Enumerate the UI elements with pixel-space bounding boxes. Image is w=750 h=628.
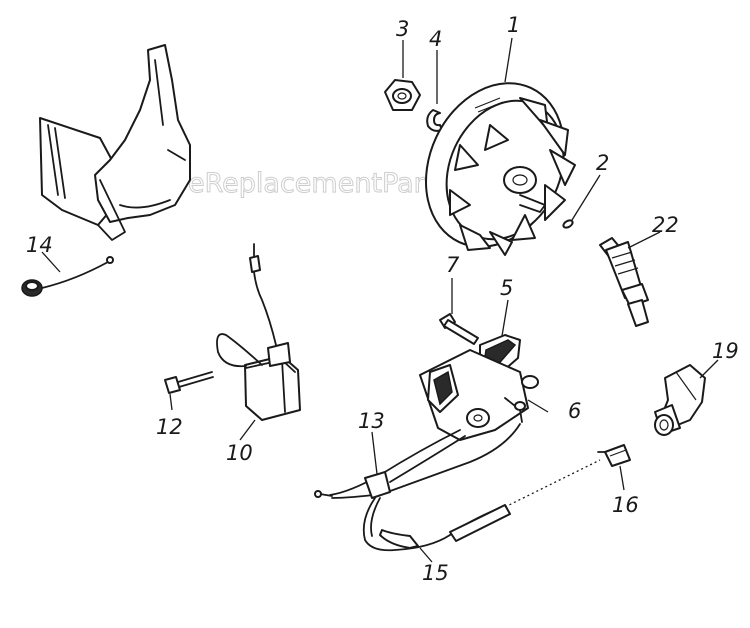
spark-plug-part: [599, 237, 649, 327]
callout-15: 15: [422, 561, 449, 585]
callout-14: 14: [26, 233, 53, 257]
callout-12: 12: [156, 415, 183, 439]
wire-clip-part: [597, 444, 631, 467]
callout-22: 22: [652, 213, 679, 237]
coil-screw-part: [164, 371, 214, 394]
bolt-part: [439, 313, 479, 345]
callout-10: 10: [226, 441, 253, 465]
callout-6: 6: [568, 399, 581, 423]
callout-5: 5: [500, 276, 513, 300]
flywheel-part: [425, 82, 576, 256]
callout-1: 1: [507, 13, 520, 37]
ignition-coil-part: [216, 243, 301, 421]
callout-4: 4: [429, 27, 442, 51]
flywheel-key-part: [562, 219, 574, 229]
callout-7: 7: [446, 253, 460, 277]
callout-16: 16: [612, 493, 639, 517]
callout-2: 2: [596, 151, 609, 175]
leader-lines: [41, 37, 719, 563]
screw-with-cord-part: [21, 256, 114, 297]
spark-plug-boot-part: [654, 364, 706, 436]
flywheel-nut-part: [384, 79, 421, 111]
callout-13: 13: [358, 409, 385, 433]
callout-19: 19: [712, 339, 739, 363]
washer-part: [426, 109, 443, 132]
stop-wire-part: [362, 459, 601, 552]
stop-switch-part: [419, 349, 539, 441]
callout-3: 3: [396, 17, 409, 41]
shroud-guard-part: [39, 44, 191, 241]
wire-harness-part: [314, 423, 521, 499]
